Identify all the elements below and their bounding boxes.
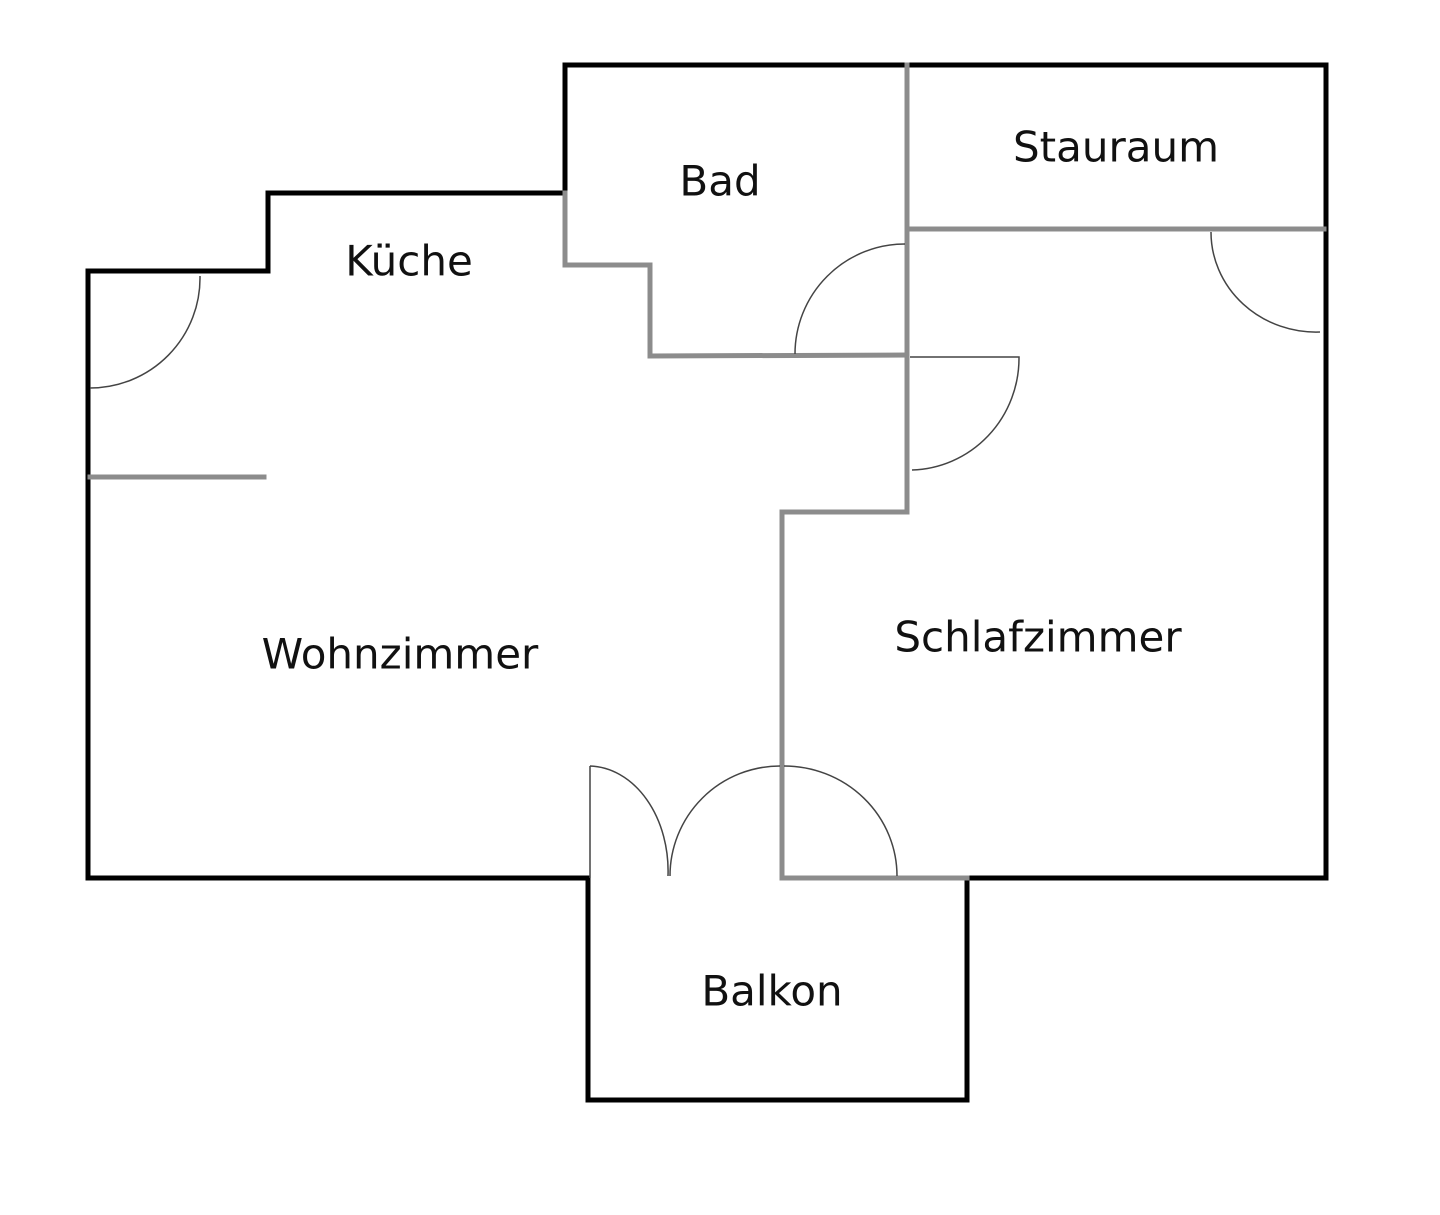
room-label-wohnzimmer: Wohnzimmer bbox=[262, 630, 539, 679]
room-label-balkon: Balkon bbox=[701, 967, 842, 1016]
door-schlafzimmer-lower bbox=[783, 765, 898, 877]
wall-bad-kueche bbox=[562, 190, 910, 359]
outer-wall-living-kitchen bbox=[85, 62, 1329, 1103]
door-stauraum bbox=[1210, 231, 1321, 333]
wall-wohnzimmer-schlafzimmer bbox=[779, 509, 970, 881]
door-balkon-left bbox=[589, 765, 669, 878]
room-label-stauraum: Stauraum bbox=[1013, 123, 1219, 172]
door-schlafzimmer-upper bbox=[910, 356, 1020, 471]
door-balkon-right bbox=[669, 765, 781, 877]
door-bad bbox=[794, 243, 906, 355]
door-entrance bbox=[89, 275, 201, 389]
room-label-schlafzimmer: Schlafzimmer bbox=[894, 613, 1182, 662]
room-label-bad: Bad bbox=[679, 157, 760, 206]
room-label-kueche: Küche bbox=[345, 237, 473, 286]
